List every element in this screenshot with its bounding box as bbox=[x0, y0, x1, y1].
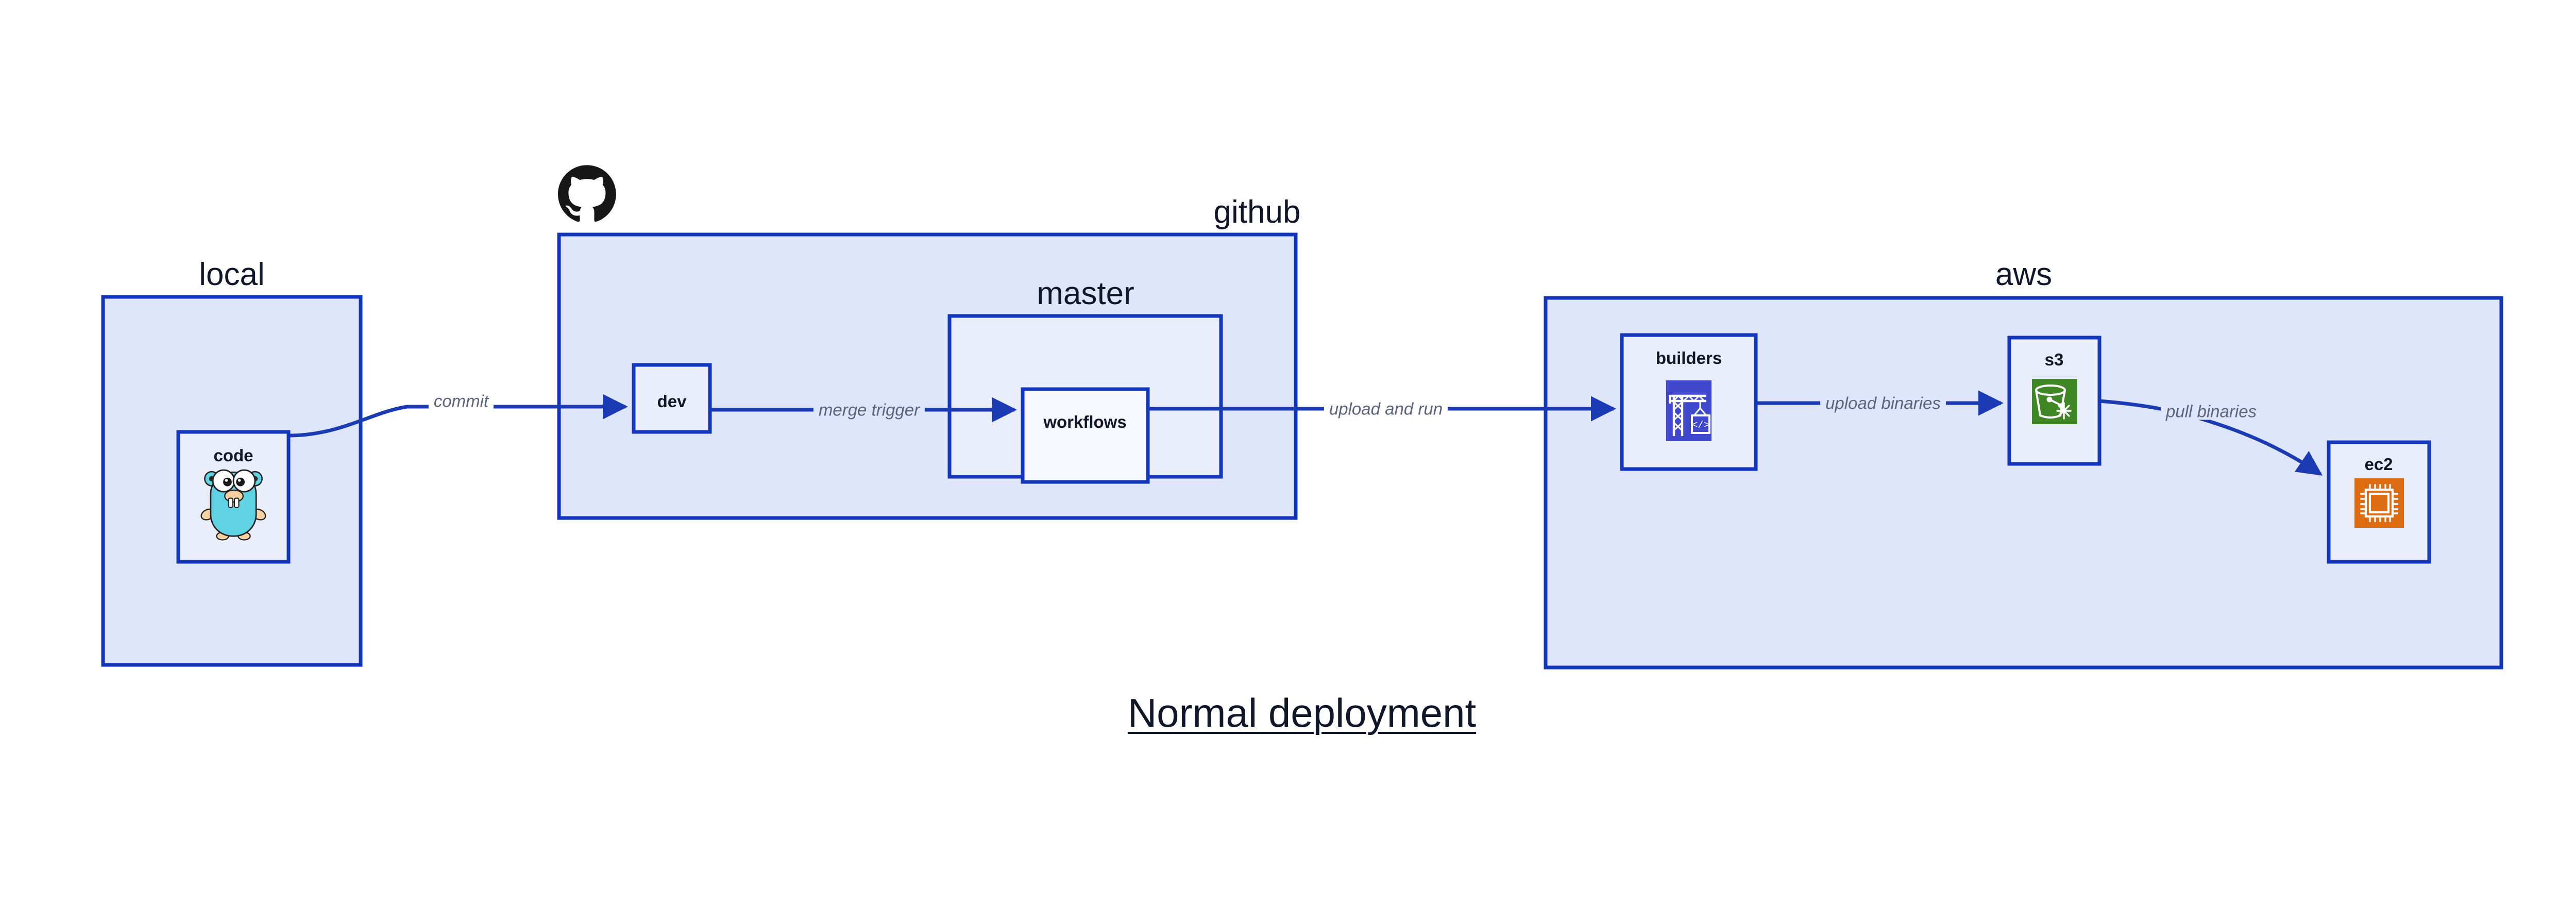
go-gopher-icon bbox=[200, 469, 266, 541]
diagram-title: Normal deployment bbox=[1127, 690, 1477, 736]
svg-text:</>: </> bbox=[1692, 420, 1709, 431]
node-label-s3: s3 bbox=[2044, 350, 2064, 369]
node-label-workflows: workflows bbox=[1043, 412, 1127, 431]
aws-builders-icon: </> bbox=[1666, 380, 1711, 441]
group-label-local: local bbox=[199, 257, 265, 292]
node-dev-rect[interactable] bbox=[632, 363, 712, 434]
group-label-github: github bbox=[1213, 194, 1301, 230]
node-label-code: code bbox=[213, 446, 253, 465]
aws-ec2-icon bbox=[2354, 478, 2404, 528]
edge-label-pull-binaries: pull binaries bbox=[2160, 403, 2262, 420]
node-label-dev: dev bbox=[657, 392, 687, 411]
github-mark-icon bbox=[558, 165, 616, 222]
node-workflows-rect[interactable] bbox=[1021, 387, 1150, 484]
edge-label-upload-binaries: upload binaries bbox=[1820, 394, 1946, 412]
edge-label-merge-trigger: merge trigger bbox=[813, 401, 925, 419]
aws-s3-glacier-icon bbox=[2032, 379, 2077, 424]
edge-pull-binaries-path bbox=[2099, 399, 2323, 476]
edge-commit-path bbox=[288, 394, 628, 438]
node-label-builders: builders bbox=[1655, 348, 1722, 368]
node-label-ec2: ec2 bbox=[2364, 455, 2393, 474]
edge-label-upload-and-run: upload and run bbox=[1324, 400, 1448, 417]
edge-label-commit: commit bbox=[428, 392, 494, 410]
group-label-aws: aws bbox=[1995, 257, 2053, 292]
group-label-master: master bbox=[1037, 276, 1134, 311]
